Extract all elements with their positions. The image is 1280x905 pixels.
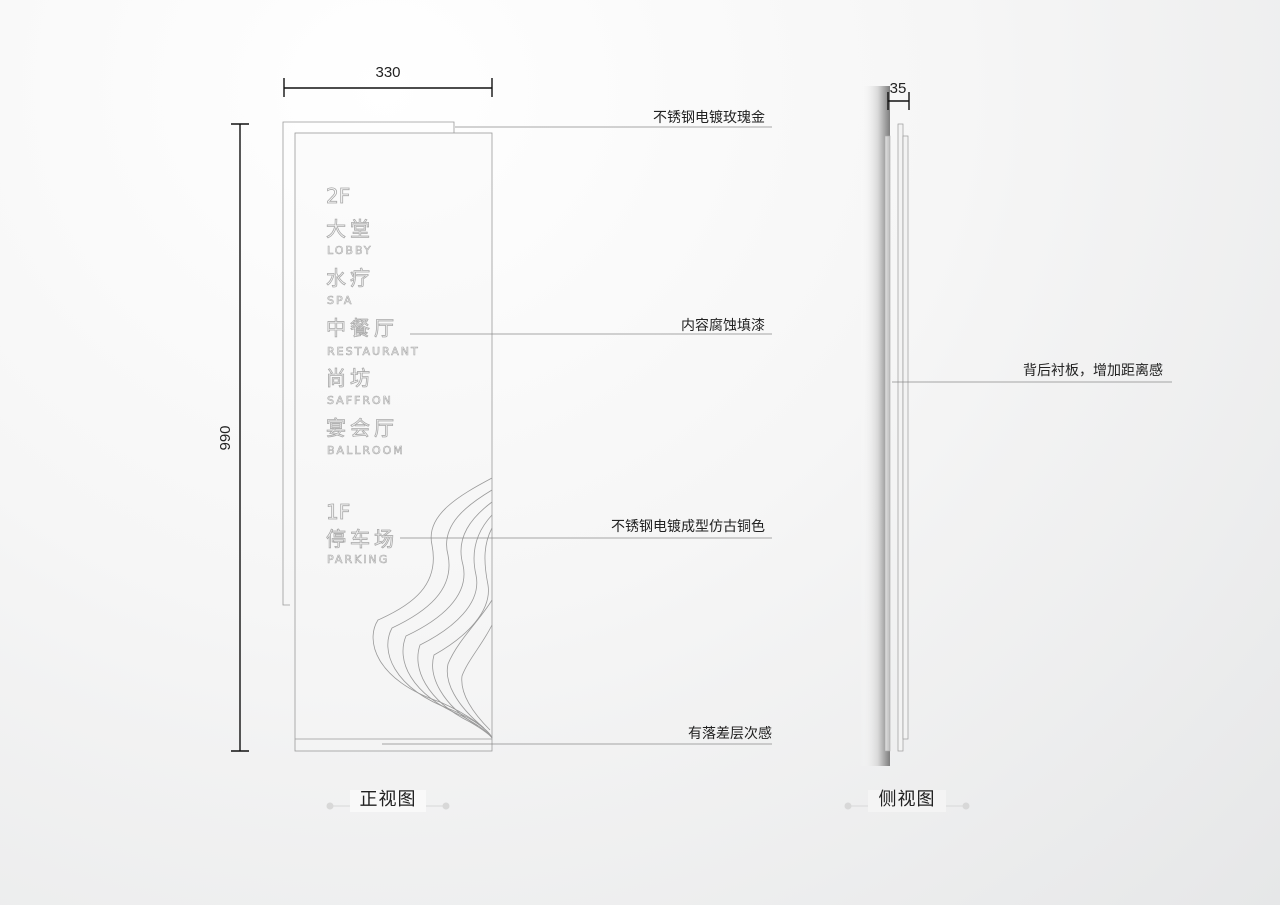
width-dimension: 330: [283, 64, 493, 97]
height-label: 990: [217, 425, 234, 450]
floor-label-1f: 1F: [326, 500, 350, 524]
wave-motif: [372, 477, 493, 739]
directory-item-en: RESTAURANT: [327, 345, 420, 358]
side-view: 35 背后衬板，增加距离感 侧视图: [844, 80, 1172, 812]
front-view-caption: 正视图: [326, 789, 450, 812]
back-panel-edge: [902, 135, 909, 740]
directory-item-cn: 大堂: [326, 217, 374, 241]
back-liner-edge: [884, 135, 891, 752]
front-annotations: 不锈钢电镀玫瑰金 内容腐蚀填漆 不锈钢电镀成型仿古铜色 有落差层次感: [382, 109, 772, 745]
directory-item-en: PARKING: [327, 553, 389, 566]
height-dimension: 990: [217, 123, 249, 752]
side-view-title: 侧视图: [879, 789, 936, 810]
back-plate-outline: [282, 121, 455, 606]
side-view-caption: 侧视图: [844, 789, 970, 812]
depth-dimension: 35: [887, 80, 910, 110]
front-view: 330 990 2F 大堂 LOBBY 水疗: [217, 64, 772, 812]
front-view-title: 正视图: [360, 789, 417, 810]
annotation-rose-gold: 不锈钢电镀玫瑰金: [653, 109, 765, 126]
sign-directory: 2F 大堂 LOBBY 水疗 SPA 中餐厅 RESTAURANT 尚坊 SAF…: [326, 184, 420, 567]
floor-label-2f: 2F: [326, 184, 350, 208]
width-label: 330: [375, 64, 400, 81]
directory-item-en: LOBBY: [327, 244, 373, 257]
directory-item-cn: 停车场: [326, 527, 398, 551]
annotation-layered-depth: 有落差层次感: [688, 725, 772, 742]
directory-item-en: BALLROOM: [327, 444, 405, 457]
directory-item-en: SAFFRON: [327, 394, 393, 407]
depth-label: 35: [890, 80, 907, 97]
front-panel-edge: [897, 123, 904, 752]
annotation-bronze-wave: 不锈钢电镀成型仿古铜色: [611, 518, 765, 535]
annotation-etched-fill: 内容腐蚀填漆: [681, 317, 765, 334]
directory-item-cn: 水疗: [326, 266, 374, 290]
sign-panel: [294, 132, 493, 752]
annotation-back-liner: 背后衬板，增加距离感: [1023, 362, 1163, 379]
directory-item-en: SPA: [327, 294, 353, 307]
directory-item-cn: 尚坊: [326, 366, 374, 390]
directory-item-cn: 中餐厅: [326, 316, 398, 340]
directory-item-cn: 宴会厅: [326, 416, 398, 440]
